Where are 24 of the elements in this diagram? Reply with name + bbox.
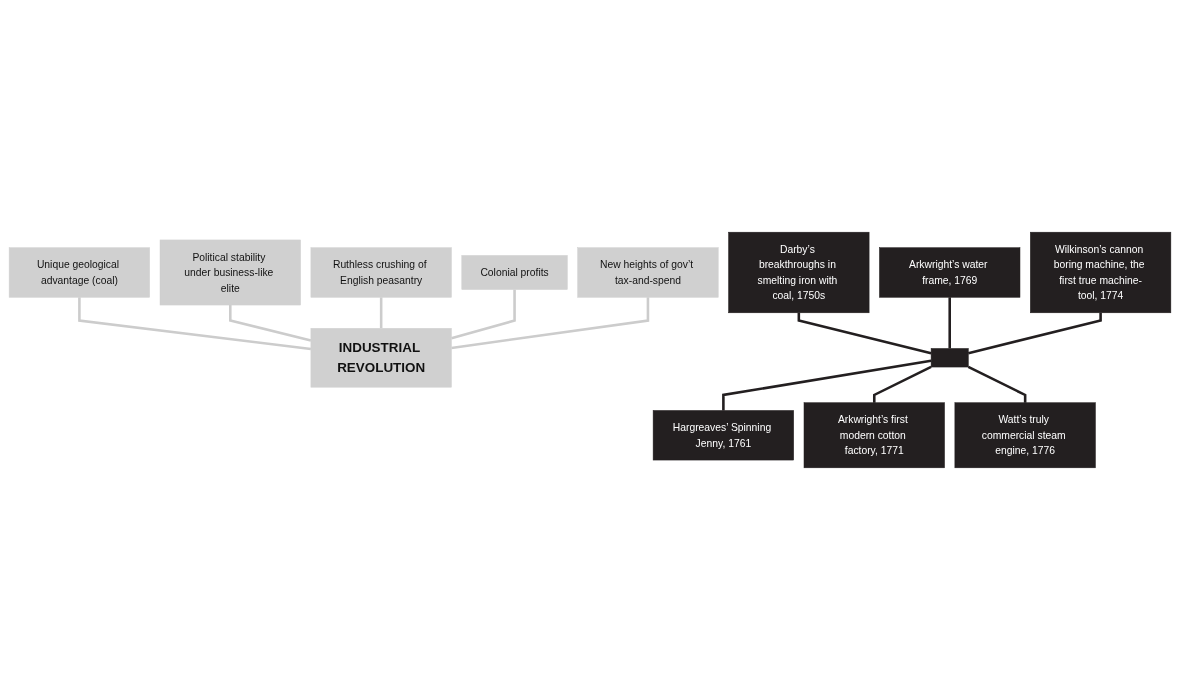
connector [967, 365, 1027, 403]
node-box: Ruthless crushing of English peasantry [310, 247, 452, 298]
connector [968, 312, 1102, 355]
node-box: Hargreaves’ Spinning Jenny, 1761 [652, 410, 794, 461]
connector [722, 359, 932, 411]
node-box: Arkwright’s first modern cotton factory, 1771 [803, 402, 945, 469]
node-box: Darby’s breakthroughs in smelting iron with coal, 1750s [728, 231, 870, 314]
connector [797, 312, 932, 355]
node-box: New heights of gov’t tax-and-spend [577, 247, 719, 298]
node-box: Unique geological advantage (coal) [8, 247, 150, 298]
connector [379, 297, 383, 329]
node-box: Colonial profits [461, 255, 568, 290]
connector [873, 365, 932, 403]
node-box: Watt’s truly commercial steam engine, 1776 [954, 402, 1096, 469]
connector [948, 297, 951, 349]
connector [229, 305, 312, 342]
connector [78, 297, 312, 351]
connector [451, 289, 516, 340]
node-box: Wilkinson’s cannon boring machine, the first true machine-tool, 1774 [1030, 231, 1172, 314]
node-box: Arkwright’s water frame, 1769 [879, 247, 1021, 298]
node-bar [930, 348, 969, 368]
node-box: INDUSTRIAL REVOLUTION [310, 328, 452, 388]
node-box: Political stability under business-like elite [159, 239, 301, 306]
connector [451, 297, 650, 350]
